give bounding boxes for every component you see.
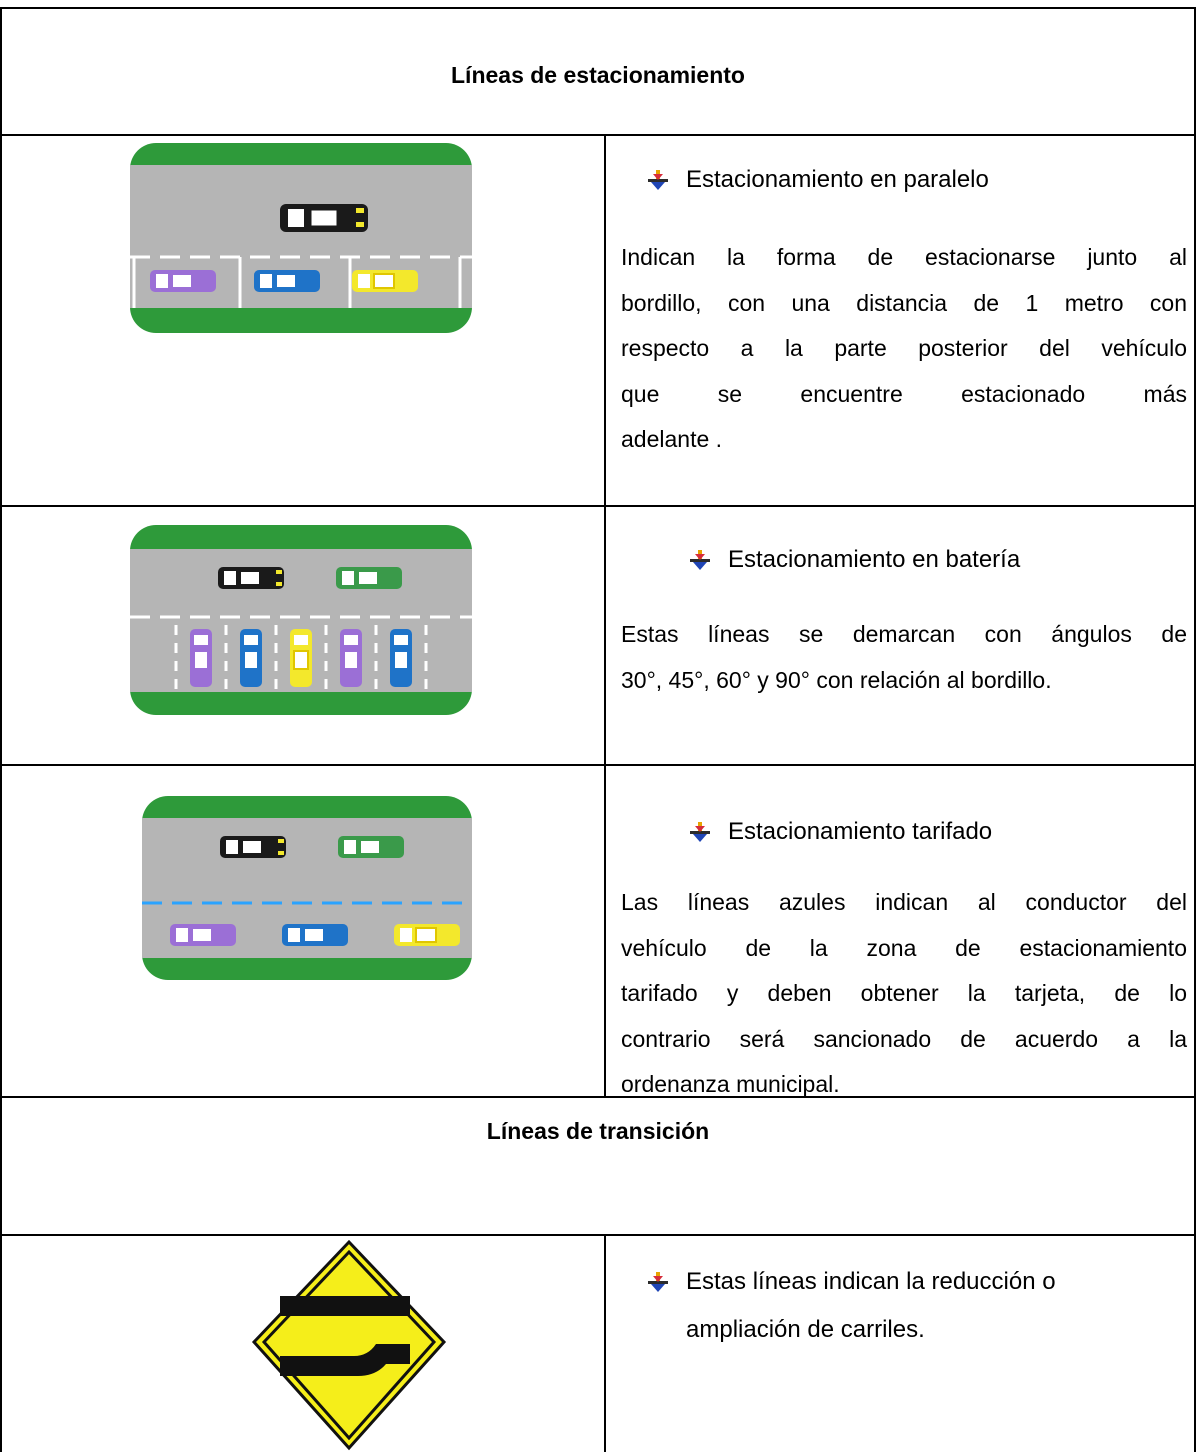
table-border-top bbox=[0, 7, 1196, 9]
paragraph-paid: Las líneas azules indican al conductor d… bbox=[621, 880, 1187, 1108]
car-icon bbox=[170, 924, 236, 946]
text-line: respecto a la parte posterior del vehícu… bbox=[621, 335, 1187, 361]
text-line: bordillo, con una distancia de 1 metro c… bbox=[621, 289, 1187, 316]
car-icon bbox=[218, 567, 284, 589]
car-icon bbox=[394, 924, 460, 946]
bullet-battery: Estacionamiento en batería bbox=[690, 540, 1020, 580]
text-line: Las líneas azules indican al conductor d… bbox=[621, 889, 1187, 915]
text-line: Indican la forma de estacionarse junto a… bbox=[621, 244, 1187, 270]
parallel-parking-illustration bbox=[130, 143, 472, 333]
lane-transition-sign bbox=[251, 1239, 447, 1451]
text-line: Estas líneas se demarcan con ángulos de bbox=[621, 621, 1187, 647]
car-icon bbox=[254, 270, 320, 292]
table-border-right bbox=[1194, 7, 1196, 1452]
bullet-label: Estacionamiento en paralelo bbox=[686, 166, 989, 193]
text-line: que se encuentre estacionado más bbox=[621, 380, 1187, 407]
column-divider bbox=[604, 134, 606, 1096]
bullet-arrow-icon bbox=[690, 822, 710, 842]
car-icon bbox=[290, 629, 312, 687]
text-line: vehículo de la zona de estacionamiento bbox=[621, 934, 1187, 961]
paragraph-parallel: Indican la forma de estacionarse junto a… bbox=[621, 235, 1187, 463]
battery-parking-illustration bbox=[130, 525, 472, 715]
paid-parking-illustration bbox=[142, 796, 472, 980]
car-icon bbox=[190, 629, 212, 687]
bullet-arrow-icon bbox=[648, 1272, 668, 1292]
car-icon bbox=[220, 836, 286, 858]
row-divider bbox=[0, 1096, 1196, 1098]
car-icon bbox=[280, 204, 368, 232]
bullet-label: Estacionamiento tarifado bbox=[728, 818, 993, 845]
column-divider bbox=[604, 1234, 606, 1452]
bullet-label: Estacionamiento en batería bbox=[728, 546, 1021, 573]
car-icon bbox=[338, 836, 404, 858]
text-line: 30°, 45°, 60° y 90° con relación al bord… bbox=[621, 666, 1052, 693]
bullet-arrow-icon bbox=[690, 550, 710, 570]
bullet-arrow-icon bbox=[648, 170, 668, 190]
bullet-label: Estas líneas indican la reducción o bbox=[686, 1268, 1056, 1295]
paragraph-battery: Estas líneas se demarcan con ángulos de … bbox=[621, 612, 1187, 703]
car-icon bbox=[390, 629, 412, 687]
bullet-line: Estas líneas indican la reducción o bbox=[648, 1262, 1056, 1302]
text-line: adelante . bbox=[621, 426, 723, 452]
row-divider bbox=[0, 505, 1196, 507]
car-icon bbox=[240, 629, 262, 687]
car-icon bbox=[352, 270, 418, 292]
row-divider bbox=[0, 764, 1196, 766]
bullet-parallel: Estacionamiento en paralelo bbox=[648, 160, 989, 200]
car-icon bbox=[282, 924, 348, 946]
text-line: ordenanza municipal. bbox=[621, 1071, 840, 1097]
text-line: contrario será sancionado de acuerdo a l… bbox=[621, 1025, 1187, 1052]
car-icon bbox=[340, 629, 362, 687]
row-divider bbox=[0, 134, 1196, 136]
bullet-paid: Estacionamiento tarifado bbox=[690, 812, 992, 852]
car-icon bbox=[336, 567, 402, 589]
section-title-parking: Líneas de estacionamiento bbox=[451, 62, 745, 88]
text-line: tarifado y deben obtener la tarjeta, de … bbox=[621, 980, 1187, 1006]
car-icon bbox=[150, 270, 216, 292]
bullet-transition: Estas líneas indican la reducción o ampl… bbox=[648, 1262, 1056, 1344]
section-title-transition: Líneas de transición bbox=[486, 1118, 710, 1144]
row-divider bbox=[0, 1234, 1196, 1236]
table-border-left bbox=[0, 7, 2, 1452]
bullet-label-continuation: ampliación de carriles. bbox=[686, 1316, 925, 1343]
